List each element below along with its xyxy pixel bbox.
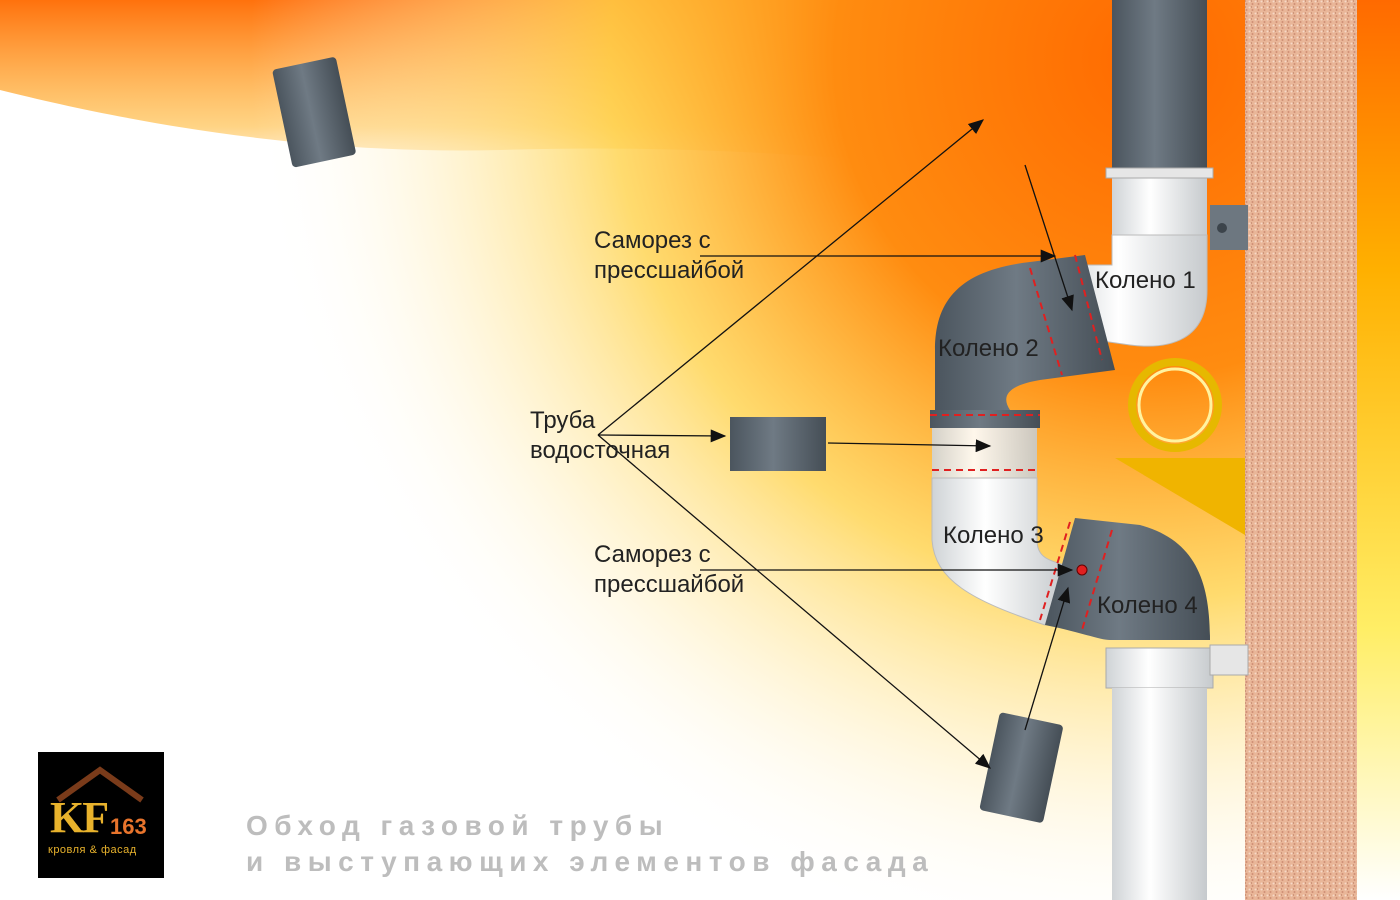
gas-pipe-support: [1115, 458, 1245, 535]
pipe-piece-top: [272, 57, 356, 168]
bracket-bottom: [1209, 644, 1249, 676]
caption-line-2: и выступающих элементов фасада: [246, 846, 935, 877]
brand-logo: KF 163 кровля & фасад: [38, 752, 164, 878]
caption-line-1: Обход газовой трубы: [246, 810, 670, 841]
pipe-piece-middle: [730, 417, 826, 471]
logo-tagline: кровля & фасад: [48, 844, 137, 856]
pipe-piece-bottom: [979, 712, 1063, 823]
top-clamp: [1105, 167, 1214, 179]
elbow-2-ring: [930, 410, 1040, 428]
bracket-top-screw: [1217, 223, 1227, 233]
label-elbow-2: Колено 2: [938, 335, 1039, 362]
elbow-4-shape: [1045, 518, 1210, 640]
elbow-2-marker-line-b: [1029, 267, 1063, 376]
label-pipe-line2: водосточная: [530, 437, 671, 464]
elbow-3-shape: [931, 477, 1066, 626]
top-downpipe: [1112, 0, 1207, 170]
logo-brand: KF: [50, 793, 109, 842]
gas-pipe: [1128, 358, 1222, 452]
label-screw-bottom-line2: прессшайбой: [594, 571, 745, 598]
label-screw-top-line1: Саморез с: [594, 227, 711, 254]
elbow-2-shape: [935, 255, 1115, 412]
top-pipe-white-section: [1112, 170, 1207, 240]
house-roof-icon: [56, 766, 144, 803]
logo-number: 163: [110, 814, 147, 839]
bottom-clamp: [1105, 647, 1214, 689]
bracket-top: [1210, 205, 1248, 250]
label-pipe: Труба водосточная: [530, 406, 670, 466]
label-pipe-line1: Труба: [530, 407, 596, 434]
label-screw-top-line2: прессшайбой: [594, 257, 745, 284]
bottom-downpipe: [1112, 688, 1207, 900]
label-elbow-1: Колено 1: [1095, 267, 1196, 294]
label-elbow-4: Колено 4: [1097, 592, 1198, 619]
label-screw-top: Саморез с прессшайбой: [594, 226, 744, 286]
label-elbow-3: Колено 3: [943, 522, 1044, 549]
screw-marker: [1076, 564, 1088, 576]
arrows: [597, 119, 1074, 769]
label-screw-bottom: Саморез с прессшайбой: [594, 540, 744, 600]
label-screw-bottom-line1: Саморез с: [594, 541, 711, 568]
elbow-2-marker-line: [1074, 254, 1103, 361]
